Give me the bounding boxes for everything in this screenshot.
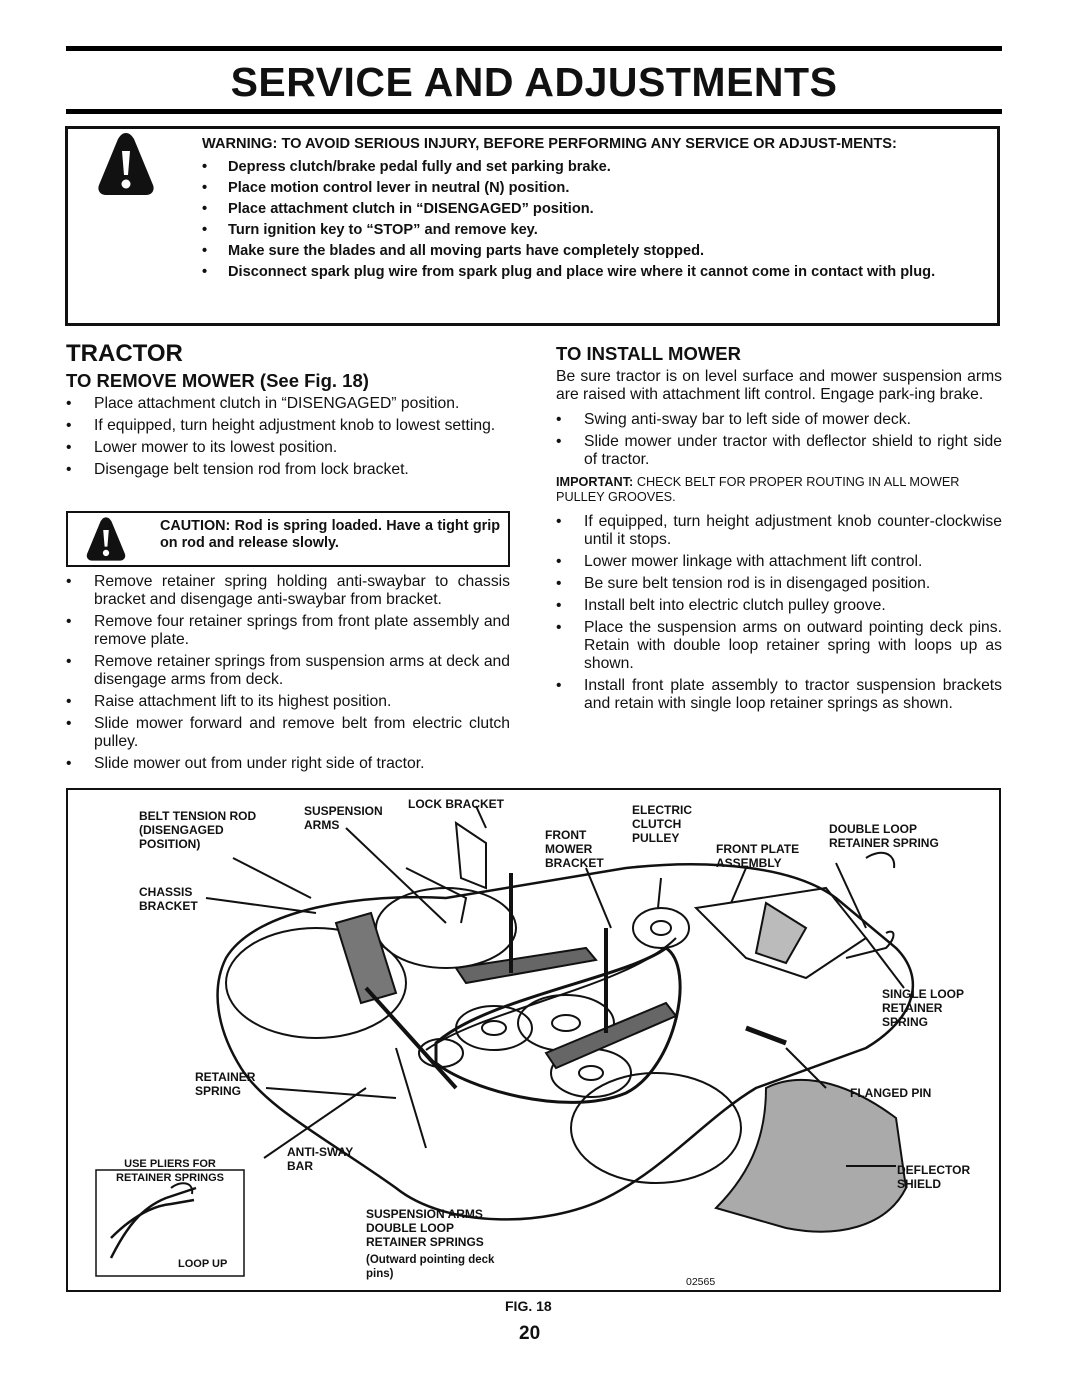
important-note: IMPORTANT: CHECK BELT FOR PROPER ROUTING… xyxy=(556,475,1002,505)
mower-deck-illustration xyxy=(95,805,914,1277)
important-label: IMPORTANT: xyxy=(556,475,634,489)
section-heading-tractor: TRACTOR xyxy=(66,340,183,367)
remove-steps-a: Place attachment clutch in “DISENGAGED” … xyxy=(66,395,510,483)
label-suspension-arms: SUSPENSION ARMS xyxy=(304,804,383,832)
list-item: Raise attachment lift to its highest pos… xyxy=(66,693,510,711)
label-chassis-bracket: CHASSIS BRACKET xyxy=(139,885,198,913)
list-item: Remove four retainer springs from front … xyxy=(66,613,510,649)
caution-box xyxy=(66,511,510,567)
list-item: Slide mower out from under right side of… xyxy=(66,755,510,773)
remove-steps-b: Remove retainer spring holding anti-sway… xyxy=(66,573,510,777)
list-item: Slide mower forward and remove belt from… xyxy=(66,715,510,751)
page-number: 20 xyxy=(519,1323,541,1344)
label-anti-sway-bar: ANTI-SWAY BAR xyxy=(287,1145,354,1173)
label-outward-pointing: (Outward pointing deck pins) xyxy=(366,1254,495,1280)
warning-item: Disconnect spark plug wire from spark pl… xyxy=(202,264,980,281)
list-item: Install front plate assembly to tractor … xyxy=(556,677,1002,713)
label-retainer-spring: RETAINER SPRING xyxy=(195,1070,256,1098)
figure-caption: FIG. 18 xyxy=(505,1298,552,1314)
list-item: Slide mower under tractor with deflector… xyxy=(556,433,1002,469)
important-text: CHECK BELT FOR PROPER ROUTING IN ALL MOW… xyxy=(556,475,960,504)
top-rule xyxy=(66,46,1002,51)
label-double-loop-retainer-spring: DOUBLE LOOP RETAINER SPRING xyxy=(829,822,939,850)
list-item: Install belt into electric clutch pulley… xyxy=(556,597,1002,615)
drawing-code: 02565 xyxy=(686,1276,716,1288)
subheading-remove-mower: TO REMOVE MOWER (See Fig. 18) xyxy=(66,370,369,391)
figure-frame xyxy=(66,788,1001,1292)
label-front-plate-assembly: FRONT PLATE ASSEMBLY xyxy=(716,842,800,870)
warning-item: Place motion control lever in neutral (N… xyxy=(202,180,980,197)
warning-item: Depress clutch/brake pedal fully and set… xyxy=(202,159,980,176)
label-electric-clutch-pulley: ELECTRIC CLUTCH PULLEY xyxy=(632,803,692,845)
caution-triangle-icon xyxy=(86,517,126,561)
label-flanged-pin: FLANGED PIN xyxy=(850,1086,932,1100)
label-use-pliers: USE PLIERS FOR RETAINER SPRINGS xyxy=(116,1158,224,1184)
list-item: Be sure belt tension rod is in disengage… xyxy=(556,575,1002,593)
warning-item: Make sure the blades and all moving part… xyxy=(202,243,980,260)
label-loop-up: LOOP UP xyxy=(178,1258,228,1270)
list-item: Disengage belt tension rod from lock bra… xyxy=(66,461,510,479)
subheading-install-mower: TO INSTALL MOWER xyxy=(556,343,741,364)
warning-heading: WARNING: TO AVOID SERIOUS INJURY, BEFORE… xyxy=(202,136,897,152)
list-item: Swing anti-sway bar to left side of mowe… xyxy=(556,411,1002,429)
label-deflector-shield: DEFLECTOR SHIELD xyxy=(897,1163,971,1191)
page-title: SERVICE AND ADJUSTMENTS xyxy=(230,59,838,105)
list-item: If equipped, turn height adjustment knob… xyxy=(556,513,1002,549)
list-item: Lower mower to its lowest position. xyxy=(66,439,510,457)
warning-list: Depress clutch/brake pedal fully and set… xyxy=(202,159,980,281)
warning-item: Place attachment clutch in “DISENGAGED” … xyxy=(202,201,980,218)
caution-text: CAUTION: Rod is spring loaded. Have a ti… xyxy=(160,518,500,551)
label-front-mower-bracket: FRONT MOWER BRACKET xyxy=(545,828,604,870)
label-lock-bracket: LOCK BRACKET xyxy=(408,797,504,811)
list-item: Remove retainer spring holding anti-sway… xyxy=(66,573,510,609)
list-item: Place the suspension arms on outward poi… xyxy=(556,619,1002,673)
warning-item: Turn ignition key to “STOP” and remove k… xyxy=(202,222,980,239)
label-belt-tension-rod: BELT TENSION ROD (DISENGAGED POSITION) xyxy=(139,809,257,851)
warning-text: WARNING: TO AVOID SERIOUS INJURY, BEFORE… xyxy=(202,136,980,285)
list-item: Place attachment clutch in “DISENGAGED” … xyxy=(66,395,510,413)
list-item: Lower mower linkage with attachment lift… xyxy=(556,553,1002,571)
title-underline xyxy=(66,109,1002,114)
warning-triangle-icon xyxy=(98,133,154,195)
list-item: Remove retainer springs from suspension … xyxy=(66,653,510,689)
install-intro: Be sure tractor is on level surface and … xyxy=(556,368,1002,403)
list-item: If equipped, turn height adjustment knob… xyxy=(66,417,510,435)
label-single-loop-retainer-spring: SINGLE LOOP RETAINER SPRING xyxy=(882,987,964,1029)
install-steps: Be sure tractor is on level surface and … xyxy=(556,368,1002,717)
warning-box xyxy=(65,126,1000,326)
label-suspension-arms-springs: SUSPENSION ARMS DOUBLE LOOP RETAINER SPR… xyxy=(366,1207,484,1249)
